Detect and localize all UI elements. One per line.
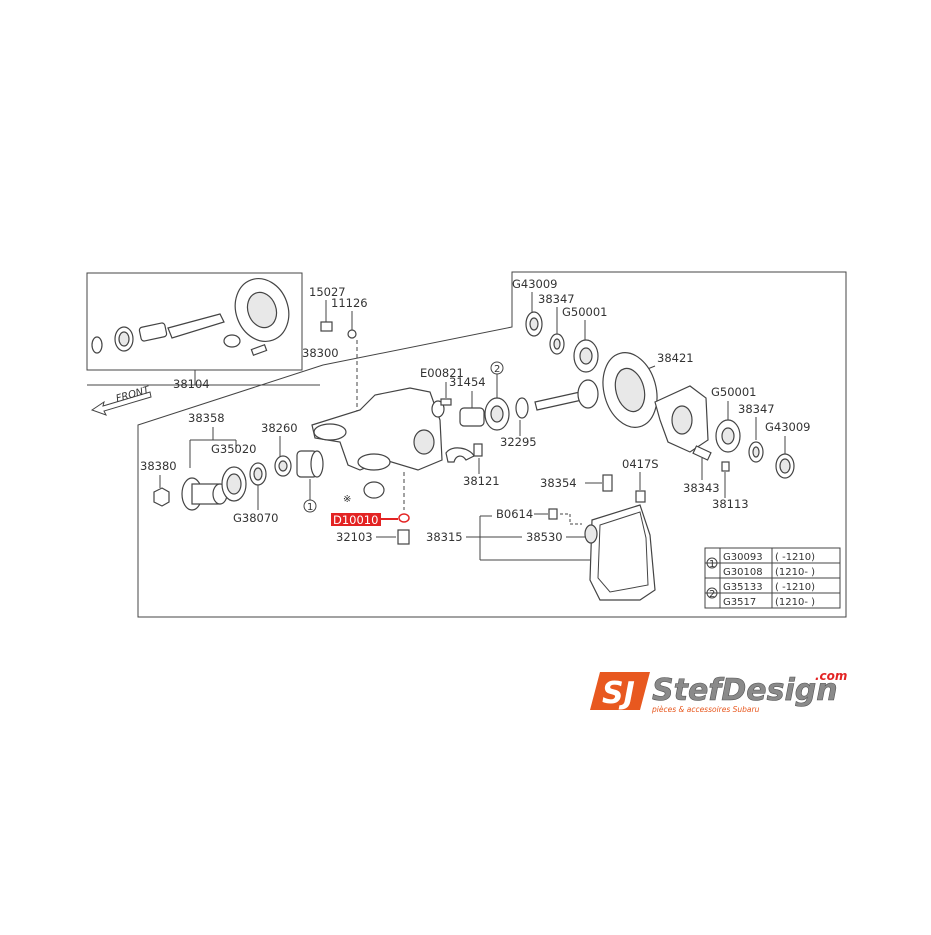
logo-sd-mark: SJ (602, 676, 635, 711)
spacer-icon (249, 462, 267, 486)
label-31454: 31454 (449, 375, 486, 389)
label-g50001-right: G50001 (711, 385, 757, 399)
drive-pinion-icon (534, 379, 599, 411)
label-38421: 38421 (657, 351, 694, 365)
star-mark: ※ (343, 494, 351, 505)
filler-plug-icon (635, 490, 646, 503)
label-38113: 38113 (712, 497, 749, 511)
breather-icon (602, 474, 613, 492)
variant-legend-table: 1 2 G30093 ( -1210) G30108 (1210- ) G351… (704, 547, 841, 609)
label-38347-top: 38347 (538, 292, 575, 306)
legend-range: ( -1210) (775, 582, 815, 593)
label-38300: 38300 (302, 346, 339, 360)
legend-part: G3517 (723, 597, 756, 608)
side-shim-icon (549, 333, 565, 355)
collapsible-spacer-icon (459, 407, 485, 427)
label-38530: 38530 (526, 530, 563, 544)
right-seal-icon (775, 453, 795, 479)
cover-bolt-icon (548, 508, 558, 520)
legend-part: G30093 (723, 552, 763, 563)
label-b0614: B0614 (496, 507, 533, 521)
differential-case-icon (311, 387, 445, 471)
label-d10010: D10010 (333, 513, 378, 527)
right-shim-icon (748, 441, 764, 463)
nut-icon (153, 487, 170, 507)
label-32103: 32103 (336, 530, 373, 544)
side-seal-icon (525, 311, 543, 337)
ring-gear-icon (602, 352, 658, 428)
label-g43009-top: G43009 (512, 277, 558, 291)
label-38354: 38354 (540, 476, 577, 490)
label-38347-right: 38347 (738, 402, 775, 416)
circle-2-mark: 2 (494, 364, 500, 375)
logo-domain: .com (815, 669, 847, 683)
legend-range: (1210- ) (775, 597, 815, 608)
label-38343: 38343 (683, 481, 720, 495)
stefdesign-logo: SJ StefDesign .com pièces & accessoires … (590, 669, 847, 714)
label-32295: 32295 (500, 435, 537, 449)
logo-brand: StefDesign (652, 673, 838, 708)
diff-case-icon (654, 385, 709, 453)
label-11126: 11126 (331, 296, 368, 310)
label-38260: 38260 (261, 421, 298, 435)
label-g35020: G35020 (211, 442, 257, 456)
shim-icon (515, 397, 529, 419)
bearing-icon (274, 455, 292, 477)
legend-group-1: 1 (709, 559, 715, 570)
main-frame (137, 271, 847, 618)
label-g38070: G38070 (233, 511, 279, 525)
bushing-icon (363, 481, 385, 499)
label-g43009-right: G43009 (765, 420, 811, 434)
label-38104: 38104 (173, 377, 210, 391)
flange-icon (181, 477, 228, 511)
legend-part: G35133 (723, 582, 763, 593)
label-38121: 38121 (463, 474, 500, 488)
oil-seal-icon (221, 466, 247, 502)
legend-part: G30108 (723, 567, 763, 578)
rear-cover-icon (584, 504, 656, 601)
side-bearing-icon (573, 339, 599, 373)
highlight-d10010[interactable] (331, 513, 381, 526)
right-bearing-icon (715, 419, 741, 453)
pinion-ring-gear-icon (91, 278, 290, 356)
pinion-bearing-icon (484, 397, 510, 431)
pin-icon (440, 398, 452, 406)
bracket-icon (445, 447, 475, 463)
legend-group-2: 2 (709, 589, 715, 600)
bearing-race-icon (296, 450, 324, 478)
label-15027: 15027 (309, 285, 346, 299)
front-arrow-icon: FRONT (90, 385, 152, 416)
plug-icon (320, 321, 333, 332)
label-38315: 38315 (426, 530, 463, 544)
circle-1-mark: 1 (307, 502, 313, 513)
washer-icon (347, 329, 357, 339)
legend-range: ( -1210) (775, 552, 815, 563)
gasket-icon (398, 513, 410, 523)
label-0417s: 0417S (622, 457, 659, 471)
bolt-icon (473, 443, 483, 457)
lock-plate-icon (692, 445, 730, 472)
legend-range: (1210- ) (775, 567, 815, 578)
label-e00821: E00821 (420, 366, 464, 380)
label-38358: 38358 (188, 411, 225, 425)
label-38380: 38380 (140, 459, 177, 473)
label-g50001-top: G50001 (562, 305, 608, 319)
logo-tagline: pièces & accessoires Subaru (651, 705, 760, 714)
drain-plug-icon (397, 529, 410, 545)
